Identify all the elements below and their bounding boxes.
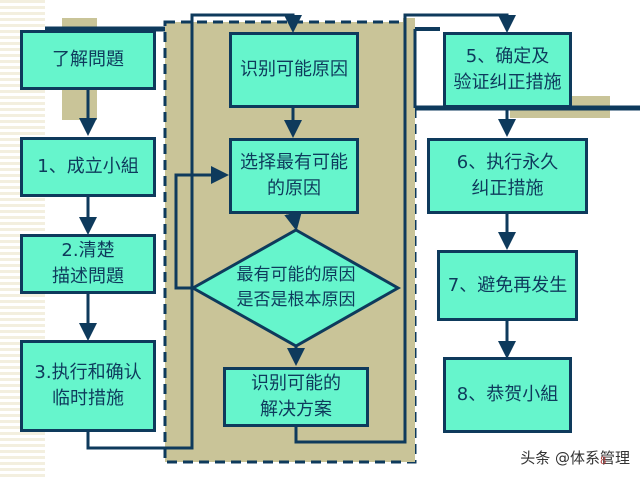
box-step6: 6、执行永久 纠正措施: [427, 138, 588, 214]
watermark: 头条 @体系管理: [520, 449, 630, 467]
box-step2: 2.清楚 描述問題: [20, 234, 156, 294]
decision-diamond: [189, 228, 402, 348]
arrow-solutions-step5: [294, 13, 516, 444]
box-step5: 5、确定及 验证纠正措施: [443, 32, 572, 108]
box-label: 5、确定及 验证纠正措施: [453, 46, 562, 93]
box-step7: 7、避免再发生: [437, 250, 578, 321]
box-label: 识别可能原因: [240, 59, 348, 80]
decision-label: 最有可能的原因 是否是根本原因: [236, 265, 356, 310]
box-step3: 3.执行和确认 临时措施: [20, 340, 156, 432]
box-identify-solutions: 识别可能的 解决方案: [223, 367, 369, 427]
box-step1: 1、成立小組: [20, 137, 156, 197]
box-label: 识别可能的 解决方案: [251, 373, 341, 420]
box-label: 了解問題: [52, 49, 124, 70]
box-label: 选择最有可能 的原因: [240, 152, 348, 199]
box-label: 3.执行和确认 临时措施: [34, 362, 142, 409]
box-select-cause: 选择最有可能 的原因: [229, 138, 359, 214]
box-label: 8、恭贺小組: [456, 384, 559, 405]
box-understand-problem: 了解問題: [20, 30, 156, 90]
box-label: 2.清楚 描述問題: [52, 240, 124, 287]
box-label: 6、执行永久 纠正措施: [456, 152, 559, 199]
box-identify-causes: 识别可能原因: [229, 32, 359, 108]
box-step8: 8、恭贺小組: [443, 357, 572, 433]
box-label: 7、避免再发生: [447, 274, 568, 296]
arrow-select-decision: [284, 211, 302, 231]
page-number: 8: [600, 456, 607, 467]
box-label: 1、成立小組: [37, 156, 139, 177]
arrow-step3-identify-causes: [86, 13, 302, 450]
arrow-decision-no-loop: [174, 166, 229, 290]
